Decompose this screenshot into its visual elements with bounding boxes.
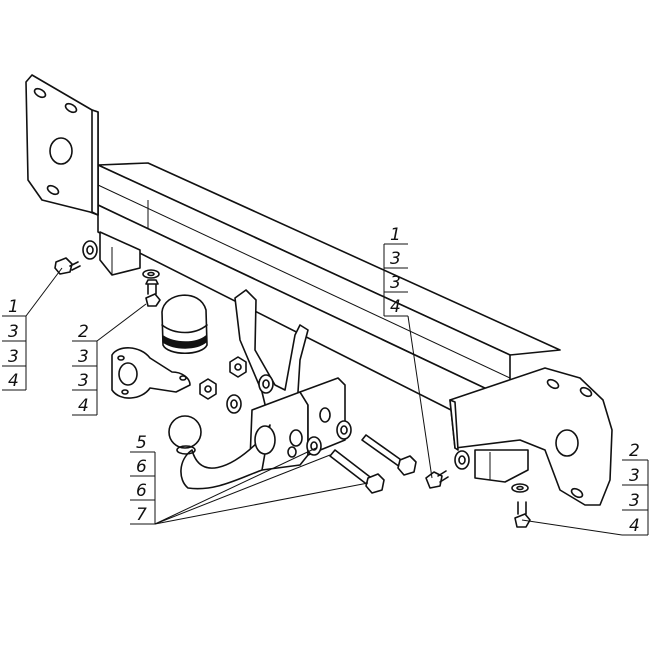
center-washer-1 <box>258 374 274 394</box>
center-nut-2 <box>199 378 217 400</box>
right-mount-plate <box>449 367 613 506</box>
callout-number: 7 <box>136 505 147 525</box>
callout-center-left: 2 3 3 4 <box>78 322 89 416</box>
callout-number: 5 <box>136 433 147 453</box>
center-nut-1 <box>229 356 247 378</box>
callout-left: 1 3 3 4 <box>8 297 19 391</box>
callout-number: 3 <box>78 347 89 367</box>
left-bolt <box>54 257 81 275</box>
center-washer-4 <box>336 420 352 440</box>
callout-bottom-left: 5 6 6 7 <box>136 433 147 525</box>
callout-number: 4 <box>390 297 401 317</box>
long-bolt-lower <box>329 449 385 494</box>
callout-number: 3 <box>390 249 401 269</box>
callout-right: 2 3 3 4 <box>629 441 640 536</box>
socket-bolt <box>145 279 161 307</box>
callout-number: 6 <box>136 457 147 477</box>
callout-number: 3 <box>8 347 19 367</box>
left-washer <box>82 240 98 260</box>
callout-number: 3 <box>78 371 89 391</box>
callout-number: 3 <box>629 466 640 486</box>
left-flat-washer <box>142 269 160 279</box>
callout-number: 2 <box>629 441 640 461</box>
callout-number: 3 <box>629 491 640 511</box>
right-bolt <box>514 501 531 528</box>
right-flat-washer <box>511 483 529 493</box>
ball-cover <box>161 294 208 355</box>
callout-number: 1 <box>390 225 401 245</box>
callout-number: 6 <box>136 481 147 501</box>
tow-ball <box>168 415 276 490</box>
center-washer-2 <box>226 394 242 414</box>
callout-number: 4 <box>629 516 640 536</box>
center-washer-3 <box>306 436 322 456</box>
callout-leaders <box>2 243 649 536</box>
callout-number: 3 <box>8 322 19 342</box>
cross-beam <box>97 162 561 413</box>
callout-number: 1 <box>8 297 19 317</box>
callout-number: 3 <box>390 273 401 293</box>
right-washer <box>454 450 470 470</box>
callout-number: 2 <box>78 322 89 342</box>
long-bolt-upper <box>361 434 417 476</box>
callout-number: 4 <box>78 396 89 416</box>
left-mount-plate <box>25 74 141 276</box>
center-right-bolt <box>425 470 449 489</box>
callout-top-center: 1 3 3 4 <box>390 225 401 317</box>
socket-plate <box>111 347 191 399</box>
callout-number: 4 <box>8 371 19 391</box>
